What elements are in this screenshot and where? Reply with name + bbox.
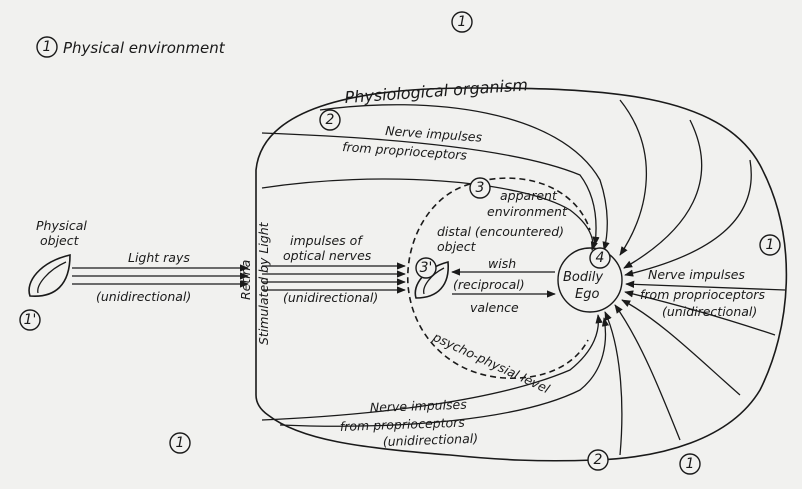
label-nerve-right-line2: from proprioceptors [640,287,765,302]
label-physiological-organism: Physiological organism [344,75,529,107]
marker-1-legend: 1 [43,39,52,55]
label-distal-line1: distal (encountered) [437,224,564,239]
label-physical-object-line2: object [40,233,80,248]
label-physical-object-line1: Physical [36,218,87,233]
marker-2-bottom: 2 [594,452,603,468]
organism-boundary [255,87,788,462]
label-unidirectional-mid: (unidirectional) [283,290,378,305]
apparent-environment-boundary [407,183,589,379]
label-distal-line2: object [437,239,477,254]
physical-object-shape [28,253,71,297]
marker-1-prime: 1' [24,312,37,328]
label-nerve-top-line2: from proprioceptors [342,139,468,163]
nerve-line-right-7 [614,304,681,441]
marker-circle-3prime [415,257,437,279]
bodily-ego-circle [557,247,623,313]
label-nerve-right-line1: Nerve impulses [648,267,745,282]
label-wish: wish [488,256,516,271]
nerve-line-right-1 [619,99,647,256]
marker-1-top: 1 [458,14,467,30]
marker-1-bottom-left: 1 [176,435,185,451]
label-light-rays: Light rays [128,250,190,265]
label-valence: valence [470,300,519,315]
marker-circle-1prime [19,309,41,331]
label-ego: Ego [575,287,599,302]
label-nerve-bottom-line2: from proprioceptors [340,415,466,434]
label-optical-line1: impulses of [290,233,363,248]
nerve-line-right-8 [604,311,623,456]
label-apparent: apparent [500,188,558,203]
marker-circle-1-top [451,11,473,33]
nerve-line-top-2 [261,178,598,251]
legend-physical-environment: Physical environment [63,39,226,57]
marker-3-prime: 3' [420,260,433,276]
nerve-line-right-4 [625,280,786,291]
marker-circle-1-right [759,234,781,256]
marker-circle-2-top [319,109,341,131]
label-psycho-physial-level: psycho-physial level [430,329,553,397]
marker-circle-4 [589,247,611,269]
marker-1-right: 1 [766,237,775,253]
label-nerve-bottom-line1: Nerve impulses [370,397,468,415]
marker-circle-1-legend [36,36,58,58]
label-environment: environment [487,204,568,219]
label-stimulated-by-light: Stimulated by Light [256,221,271,345]
nerve-line-right-3 [624,159,752,277]
marker-circle-1-bottom-right [679,453,701,475]
nerve-line-top-1 [261,132,600,246]
marker-4: 4 [596,250,605,266]
physical-object-inner [37,261,67,294]
nerve-line-bottom-2 [279,317,610,427]
apparent-environment-boundary-top [469,177,591,231]
nerve-line-right-6 [621,299,741,396]
nerve-line-right-2 [623,119,703,269]
label-optical-line2: optical nerves [283,248,372,263]
marker-circle-2-bottom [587,449,609,471]
nerve-line-right-5 [624,290,776,336]
marker-2-top: 2 [326,112,335,128]
label-reciprocal: (reciprocal) [453,277,525,292]
label-bodily: Bodily [563,270,603,285]
label-nerve-top-line1: Nerve impulses [385,123,483,145]
label-nerve-right-line3: (unidirectional) [662,304,757,319]
marker-1-bottom-right: 1 [686,456,695,472]
nerve-line-top-3 [319,104,610,251]
label-nerve-bottom-line3: (unidirectional) [383,431,479,449]
label-unidirectional-left: (unidirectional) [96,289,191,304]
distal-object-inner [423,267,445,295]
marker-circle-1-bottom-left [169,432,191,454]
marker-3: 3 [476,180,485,196]
nerve-line-bottom-1 [261,314,603,421]
label-retina: Retina [238,260,253,300]
marker-circle-3 [469,177,491,199]
